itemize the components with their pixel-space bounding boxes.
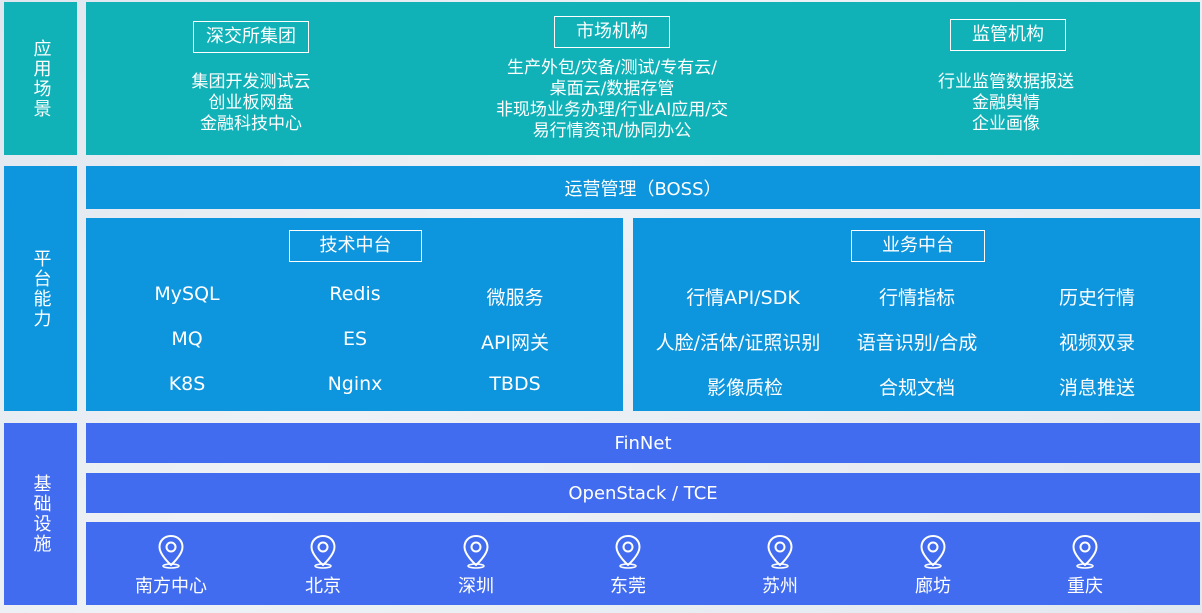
finnet-label: FinNet [614,432,672,454]
finnet-bar: FinNet [86,423,1200,463]
scenario-szse-group-list: 集团开发测试云 创业板网盘 金融科技中心 [151,72,351,135]
scenario-heading-regulators: 监管机构 [950,19,1066,51]
tech-item: Redis [329,283,381,305]
scenario-line: 集团开发测试云 [191,72,311,92]
scenario-line: 易行情资讯/协同办公 [532,121,692,141]
location-pin-icon [310,534,336,569]
location-item: 廊坊 [873,534,993,598]
location-name: 深圳 [458,576,494,597]
location-item: 东莞 [568,534,688,598]
location-item: 重庆 [1025,534,1145,598]
tech-item: TBDS [489,373,541,395]
scenario-line: 行业监管数据报送 [938,72,1074,92]
scenario-line: 金融舆情 [972,93,1040,113]
boss-label: 运营管理（BOSS） [564,178,722,200]
location-pin-icon [615,534,641,569]
tech-item: MQ [171,328,203,350]
location-name: 北京 [305,576,341,597]
tech-platform-panel: 技术中台 MySQL Redis 微服务 MQ ES API网关 K8S Ngi… [86,218,623,411]
location-pin-icon [920,534,946,569]
side-label-application-text: 应用场景 [30,38,52,119]
business-item: 历史行情 [1058,287,1136,309]
location-item: 北京 [263,534,383,598]
location-item: 苏州 [720,534,840,598]
location-name: 苏州 [762,576,798,597]
scenario-line: 生产外包/灾备/测试/专有云/ [507,58,717,78]
location-item: 深圳 [416,534,536,598]
openstack-label: OpenStack / TCE [568,482,718,504]
business-item: 视频双录 [1058,332,1136,354]
location-name: 东莞 [610,576,646,597]
boss-bar: 运营管理（BOSS） [86,166,1200,209]
scenario-heading-szse-group: 深交所集团 [193,21,309,53]
location-name: 廊坊 [915,576,951,597]
scenario-line: 非现场业务办理/行业AI应用/交 [495,100,729,120]
scenario-market-institutions-list: 生产外包/灾备/测试/专有云/ 桌面云/数据存管 非现场业务办理/行业AI应用/… [462,58,762,142]
location-pin-icon [463,534,489,569]
business-item: 消息推送 [1058,377,1136,399]
business-item: 行情API/SDK [686,287,800,309]
scenario-line: 金融科技中心 [200,114,302,134]
scenario-line: 企业画像 [972,114,1040,134]
tech-item: 微服务 [486,287,544,309]
locations-panel [86,522,1200,605]
business-item: 合规文档 [878,377,956,399]
side-label-platform-text: 平台能力 [30,248,52,329]
tech-item: API网关 [480,332,550,354]
business-item: 人脸/活体/证照识别 [655,332,821,354]
scenario-line: 创业板网盘 [208,93,294,113]
scenario-regulators-list: 行业监管数据报送 金融舆情 企业画像 [906,72,1106,135]
tech-item: K8S [168,373,206,395]
business-platform-heading: 业务中台 [851,230,985,262]
business-item: 行情指标 [878,287,956,309]
tech-item: Nginx [327,373,383,395]
location-item: 南方中心 [111,534,231,598]
side-label-infrastructure: 基础设施 [4,423,77,605]
side-label-infrastructure-text: 基础设施 [30,474,52,554]
location-pin-icon [767,534,793,569]
scenario-line: 桌面云/数据存管 [549,79,675,99]
tech-platform-heading: 技术中台 [289,230,422,262]
location-pin-icon [158,534,184,569]
openstack-bar: OpenStack / TCE [86,473,1200,513]
scenario-heading-market-institutions: 市场机构 [554,16,670,48]
location-name: 重庆 [1067,576,1103,597]
business-item: 语音识别/合成 [856,332,978,354]
tech-item: ES [342,328,368,350]
business-platform-panel: 业务中台 行情API/SDK 行情指标 历史行情 人脸/活体/证照识别 语音识别… [633,218,1200,411]
location-name: 南方中心 [135,576,207,597]
side-label-platform: 平台能力 [4,166,77,411]
side-label-application: 应用场景 [4,2,77,155]
tech-item: MySQL [154,283,220,305]
business-item: 影像质检 [706,377,784,399]
application-scenarios-panel: 深交所集团 集团开发测试云 创业板网盘 金融科技中心 市场机构 生产外包/灾备/… [86,2,1200,155]
location-pin-icon [1072,534,1098,569]
